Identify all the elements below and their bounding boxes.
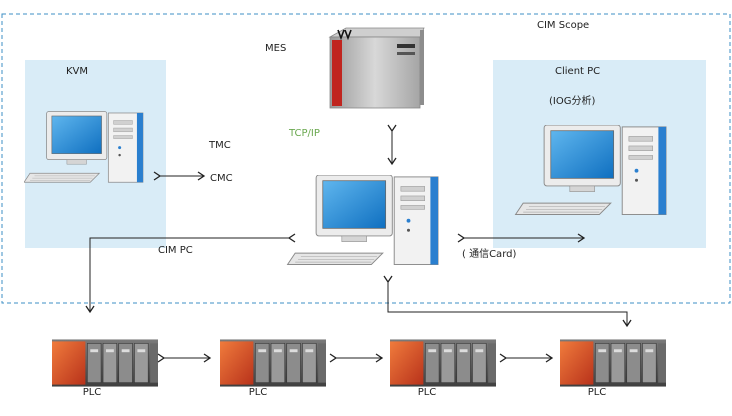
plc-unit-3	[390, 339, 496, 387]
iog-analysis-label: (IOG分析)	[549, 96, 596, 107]
plc-label-1: PLC	[82, 387, 102, 398]
plc-unit-4	[560, 339, 666, 387]
kvm-label: KVM	[66, 66, 89, 77]
plc-label-4: PLC	[587, 387, 607, 398]
cim-pc-label: CIM PC	[158, 245, 193, 256]
tmc-label: TMC	[209, 140, 231, 151]
mes-server	[328, 27, 425, 109]
cim-scope-label: CIM Scope	[537, 20, 590, 31]
plc-label-2: PLC	[248, 387, 268, 398]
cimpc-plc4-connector	[383, 275, 632, 328]
cimpc-plc1-connector	[85, 233, 296, 314]
mes-label: MES	[265, 43, 287, 54]
tcp-ip-label: TCP/IP	[289, 128, 320, 139]
plc-unit-2	[220, 339, 326, 387]
cim-pc-computer	[287, 175, 439, 266]
plc-label-3: PLC	[417, 387, 437, 398]
cim-scope-boundary	[1, 13, 731, 304]
client-pc-label: Client PC	[555, 66, 601, 77]
comm-card-label: ( 通信Card)	[462, 249, 517, 260]
cmc-label: CMC	[210, 173, 233, 184]
plc-unit-1	[52, 339, 158, 387]
